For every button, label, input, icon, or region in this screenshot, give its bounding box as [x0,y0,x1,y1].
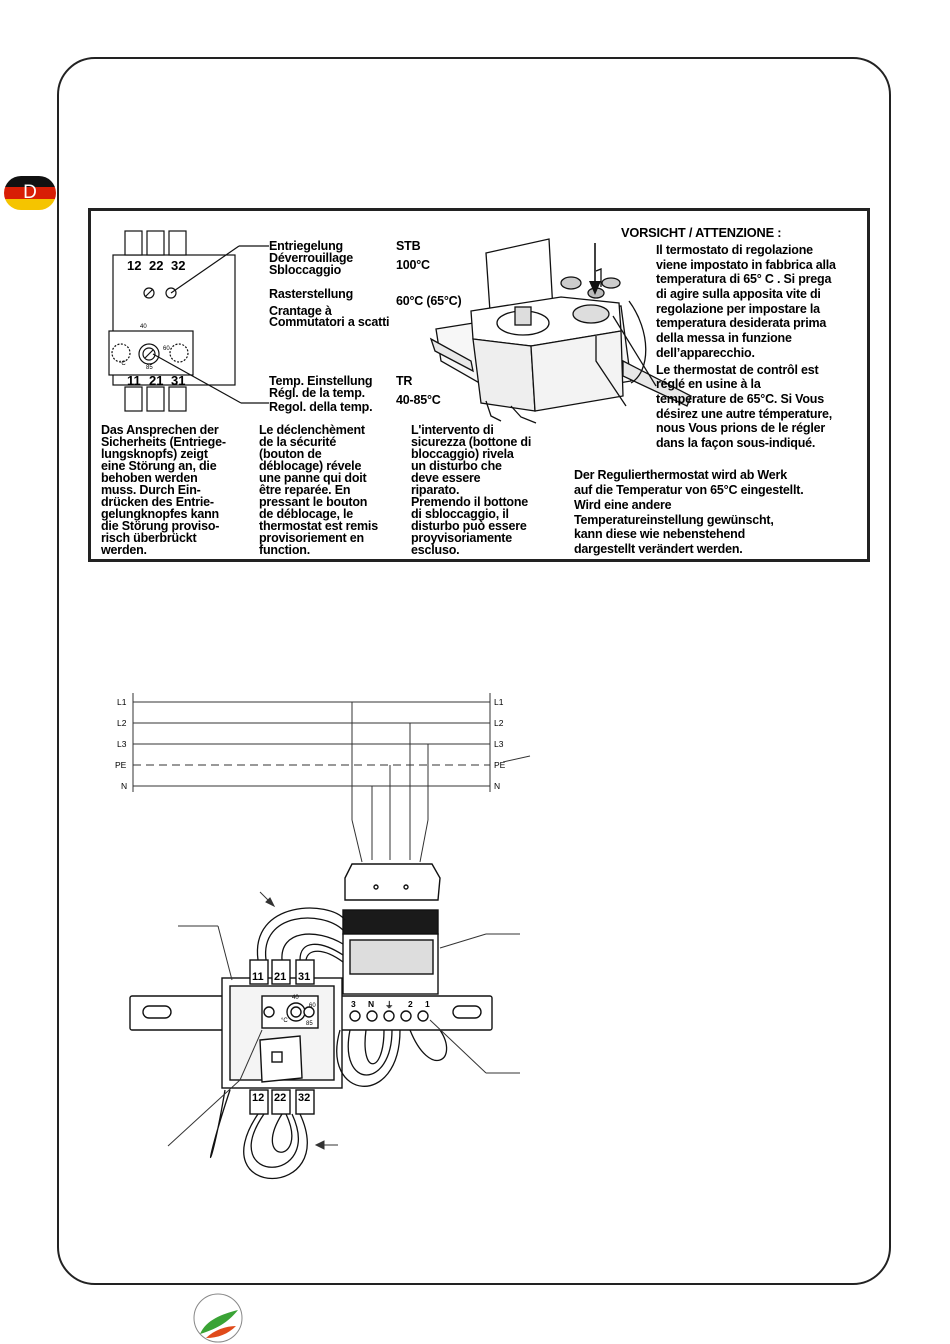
wire-label-right-PE: PE [494,760,506,770]
wiring-terminal-32: 32 [298,1092,311,1104]
terminal-bottom-3: 31 [171,373,186,388]
block-label-earth: ⏚ [385,1000,394,1010]
tr-code: TR [396,374,413,388]
stb-label-de: Entriegelung [269,239,343,253]
wiring-terminal-12: 12 [252,1092,265,1104]
wire-label-left-PE: PE [115,760,127,770]
wiring-dial-right: 60 [309,1003,316,1009]
raster-label-fr: Crantage à [269,304,332,318]
terminal-top-3: 32 [171,258,186,273]
wiring-terminal-11: 11 [252,971,264,983]
stb-code: STB [396,239,421,253]
tr-label-de: Temp. Einstellung [269,374,373,388]
tr-value: 40-85°C [396,393,441,407]
wiring-dial-bottom: 85 [306,1021,313,1027]
terminal-top-1: 12 [127,258,142,273]
wire-label-left-L3: L3 [117,739,127,749]
stb-label-it: Sbloccaggio [269,263,342,277]
wiring-terminal-22: 22 [274,1092,287,1104]
wire-label-right-L3: L3 [494,739,504,749]
german-flag-badge: D [4,176,56,210]
dial-label-right: 60 [163,346,170,352]
wiring-terminal-31: 31 [298,971,311,983]
tr-label-fr: Régl. de la temp. [269,386,365,400]
flag-label: D [23,182,37,203]
dial-label-top: 40 [140,324,147,330]
terminal-bottom-1: 11 [127,373,141,388]
tr-label-it: Regol. della temp. [269,400,373,414]
wiring-dial-top: 40 [292,995,299,1001]
wiring-dial-left: °C [281,1018,288,1024]
thermostat-illustration [108,230,692,424]
wire-label-right-L1: L1 [494,697,504,707]
stb-value: 100°C [396,258,430,272]
terminal-bottom-2: 21 [149,373,164,388]
raster-label-de: Rasterstellung [269,287,354,301]
thermostat-info-panel: 40 60 85 °C 12 22 32 11 21 31 Entriegelu… [88,208,870,562]
wire-label-left-N: N [121,781,128,791]
wire-label-left-L2: L2 [117,718,127,728]
brand-logo-icon [193,1293,243,1343]
dial-label-bottom: 85 [146,365,153,371]
block-label-3: 3 [351,999,356,1009]
dial-label-left: °C [119,361,126,367]
raster-label-it: Commutatori a scatti [269,315,390,329]
raster-value: 60°C (65°C) [396,294,462,308]
page-frame [57,57,891,1285]
wire-label-left-L1: L1 [117,697,127,707]
block-label-1: 1 [425,999,430,1009]
warning-title: VORSICHT / ATTENZIONE : [621,225,782,240]
wire-label-right-L2: L2 [494,718,504,728]
block-label-2: 2 [408,999,413,1009]
stb-label-fr: Déverrouillage [269,251,354,265]
terminal-top-2: 22 [149,258,164,273]
block-label-N: N [368,999,375,1009]
wire-label-right-N: N [494,781,501,791]
wiring-terminal-21: 21 [274,971,287,983]
